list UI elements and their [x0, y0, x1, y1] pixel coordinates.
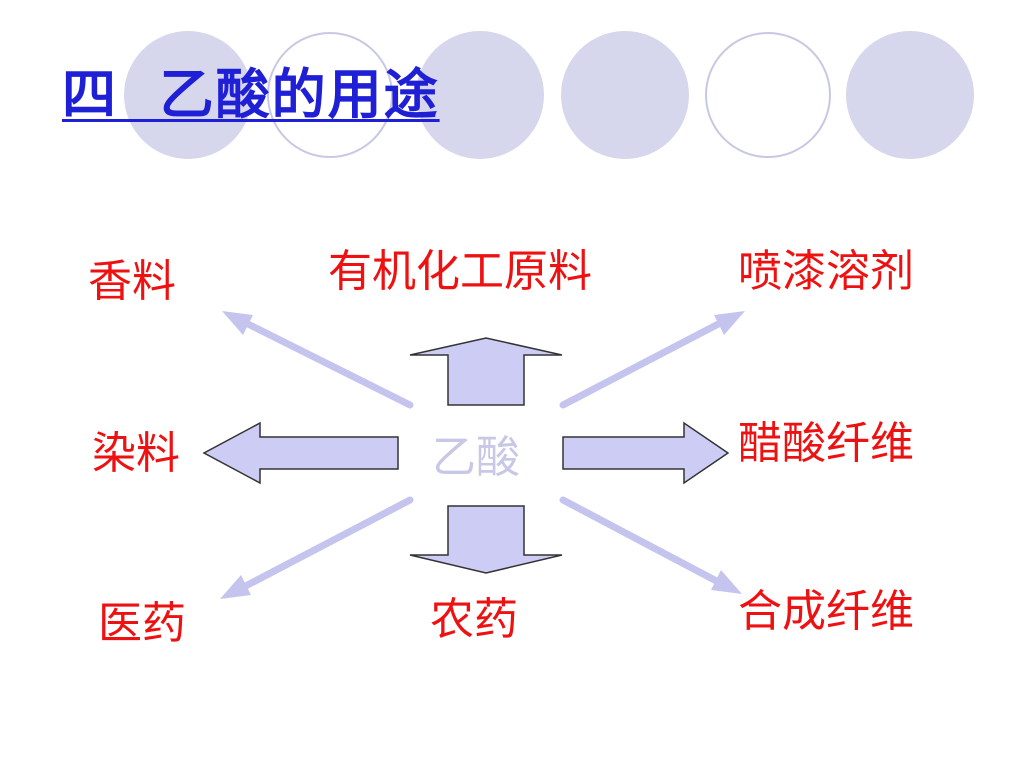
line-arrow-top-left: [222, 311, 414, 409]
line-arrow-bottom-right: [559, 496, 742, 594]
center-label-acetic-acid: 乙酸: [432, 432, 520, 483]
slide-title: 四 乙酸的用途: [62, 63, 440, 126]
block-arrow-right: [562, 421, 730, 485]
use-label-fragrance: 香料: [88, 256, 176, 307]
use-label-organic-chemical-feedstock: 有机化工原料: [328, 246, 592, 297]
deco-circle-3: [416, 31, 544, 159]
use-label-spray-paint-solvent: 喷漆溶剂: [738, 246, 914, 297]
use-label-dye: 染料: [92, 428, 180, 479]
block-arrow-up: [409, 337, 563, 406]
decorative-circles: [124, 31, 974, 159]
deco-circle-2: [267, 32, 393, 158]
use-label-acetate-fiber: 醋酸纤维: [738, 418, 914, 469]
deco-circle-5: [705, 32, 831, 158]
use-label-pesticide: 农药: [430, 594, 518, 645]
use-label-synthetic-fiber: 合成纤维: [738, 586, 914, 637]
line-arrow-top-right: [559, 311, 745, 409]
block-arrow-left: [202, 421, 399, 485]
line-arrow-bottom-left: [220, 496, 414, 599]
use-label-medicine: 医药: [98, 598, 186, 649]
deco-circle-6: [846, 31, 974, 159]
block-arrow-down: [409, 505, 563, 574]
deco-circle-1: [124, 31, 252, 159]
deco-circle-4: [561, 31, 689, 159]
